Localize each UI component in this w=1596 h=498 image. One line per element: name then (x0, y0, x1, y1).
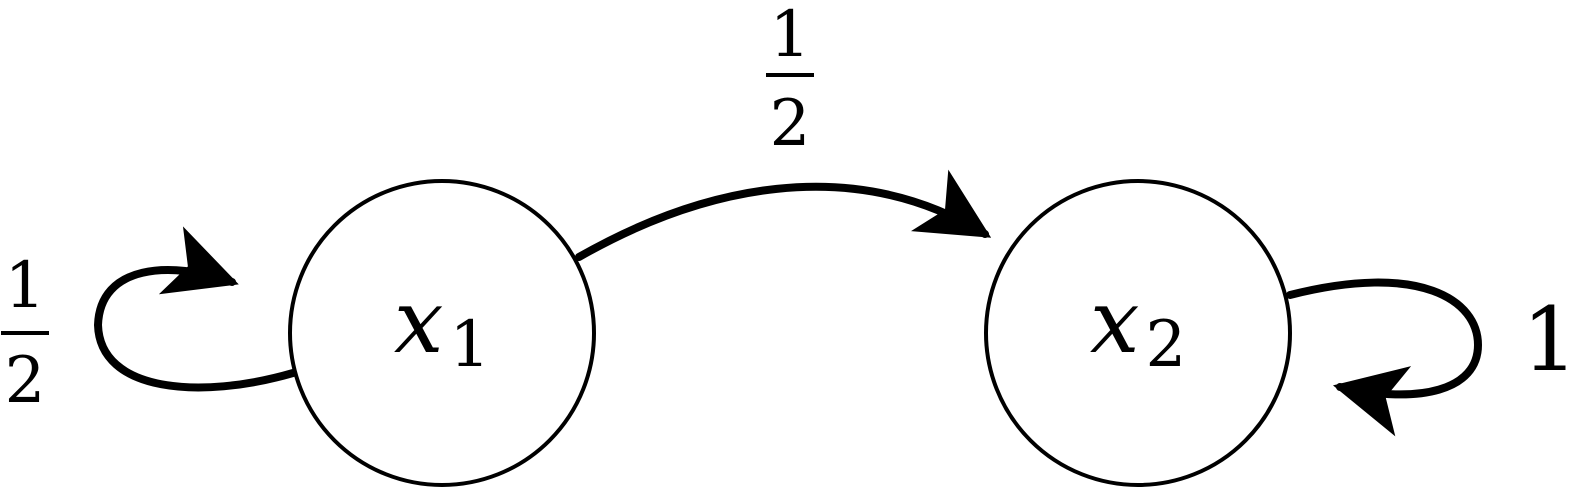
node-x1-variable: x (394, 270, 444, 373)
self-loop-arrow-x1 (93, 226, 297, 392)
node-x1-subscript: 1 (449, 308, 490, 382)
edge-label-x2-x2: 1 (1522, 288, 1578, 391)
edge-label-x1-x1: 1 2 (1, 249, 49, 418)
edge-label-x1-x2-numerator: 1 (770, 0, 811, 72)
node-x1-circle (288, 179, 596, 487)
node-x2: x2 (984, 179, 1292, 487)
edge-label-x1-x1-numerator: 1 (5, 249, 46, 323)
node-x2-subscript: 2 (1145, 308, 1186, 382)
edge-x1-x2: 1 2 (575, 0, 992, 261)
edge-label-x1-x2-denominator: 2 (770, 87, 811, 161)
node-x2-circle (984, 179, 1292, 487)
node-x1: x1 (288, 179, 596, 487)
edge-x2-x2: 1 (1286, 278, 1578, 437)
transition-arrow-x1-x2 (575, 169, 992, 261)
self-loop-arrow-x2 (1286, 278, 1483, 437)
edge-x1-x1: 1 2 (1, 226, 297, 418)
edge-label-x1-x2: 1 2 (766, 0, 814, 161)
node-x1-label: x1 (394, 270, 490, 382)
node-x2-variable: x (1090, 270, 1140, 373)
edge-label-x1-x1-denominator: 2 (5, 344, 46, 418)
node-x2-label: x2 (1090, 270, 1186, 382)
